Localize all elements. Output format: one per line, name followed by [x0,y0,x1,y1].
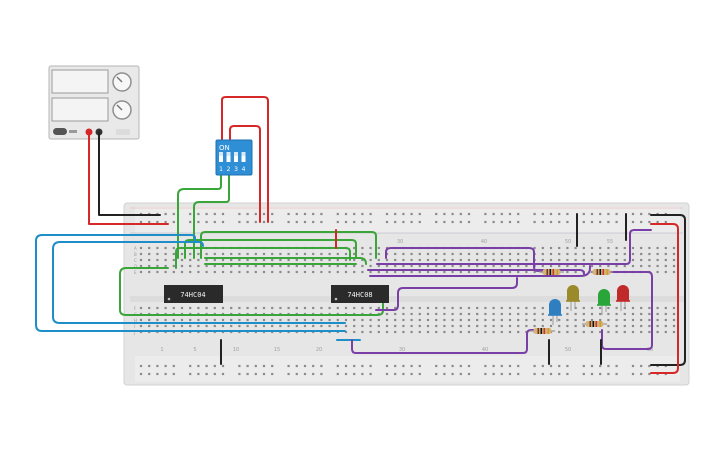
wire-purple-b[interactable] [376,229,652,265]
wire-green-f[interactable] [119,267,384,316]
wire-red-supply[interactable] [88,131,169,225]
row-letter-bottom: F [134,306,137,311]
resistor[interactable] [590,269,613,275]
wire-purple-e[interactable] [375,277,518,311]
dip-position-number: 4 [242,166,246,173]
column-number-top: 55 [607,239,613,245]
wire-black-bridge[interactable] [650,214,686,366]
column-number-top: 50 [565,239,571,245]
led-red[interactable] [616,285,630,311]
dip-toggle[interactable] [234,152,238,162]
wire-green-c[interactable] [175,247,351,269]
column-number-bottom: 20 [316,347,322,353]
dip-toggle[interactable] [219,152,223,162]
brand-plate [116,129,130,135]
row-letter-top: D [134,264,137,269]
led-green[interactable] [597,289,611,315]
wire-red-dip-2[interactable] [229,125,261,223]
column-number-bottom: 30 [399,347,405,353]
row-letter-top: A [134,246,137,251]
wire-purple-f[interactable] [351,329,541,354]
wires [35,96,686,374]
power-supply[interactable] [48,65,140,140]
chip-74hc04[interactable]: 74HC04 [164,285,223,303]
chip-74hc04-label: 74HC04 [180,291,205,299]
column-number-bottom: 40 [482,347,488,353]
wire-green-d[interactable] [204,257,367,265]
wire-green-dip-1[interactable] [177,174,222,259]
resistor[interactable] [530,328,555,334]
row-letter-bottom: J [133,330,135,335]
current-display [51,97,109,122]
dip-position-number: 3 [234,166,238,173]
wire-red-dip-1[interactable] [221,96,269,223]
wire-purple-d[interactable] [369,265,591,277]
dip-toggle[interactable] [241,152,246,162]
wire-red-bridge[interactable] [650,223,679,374]
column-number-bottom: 15 [274,347,280,353]
resistor[interactable] [582,321,607,327]
power-indicator [69,130,77,133]
row-letter-top: E [134,270,137,275]
dip-toggle[interactable] [226,152,231,162]
led-blue[interactable] [548,299,562,325]
resistors [530,269,613,334]
column-number-top: 30 [397,239,403,245]
led-olive[interactable] [566,285,580,311]
power-toggle[interactable] [53,128,67,135]
dip-on-label: ON [219,144,230,152]
dip-position-number: 2 [227,166,231,173]
wire-black-supply[interactable] [98,131,161,216]
row-letter-top: C [134,258,137,263]
bottom-power-rails [135,356,680,382]
wire-green-dip-2[interactable] [193,174,230,259]
chip-74hc08[interactable]: 74HC08 [331,285,389,303]
column-number-bottom: 1 [160,347,163,353]
row-letter-bottom: I [134,324,135,329]
breadboard-holes [139,212,676,376]
row-letter-bottom: H [134,318,137,323]
resistor[interactable] [539,269,564,275]
wire-purple-g[interactable] [601,271,653,350]
column-number-bottom: 50 [565,347,571,353]
voltage-display [51,69,109,94]
wire-blue-a[interactable] [35,234,346,332]
dip-position-number: 1 [219,166,223,173]
leds [548,285,630,325]
row-letter-top: B [134,252,137,257]
column-number-top: 40 [481,239,487,245]
top-power-rails [135,207,680,233]
wire-green-b[interactable] [200,231,377,259]
column-number-bottom: 5 [193,347,196,353]
center-channel [130,296,685,302]
wire-blue-b[interactable] [52,241,346,324]
column-number-bottom: 60 [647,347,653,353]
column-number-bottom: 10 [233,347,239,353]
chip-74hc08-label: 74HC08 [347,291,372,299]
wire-purple-c[interactable] [367,269,585,275]
